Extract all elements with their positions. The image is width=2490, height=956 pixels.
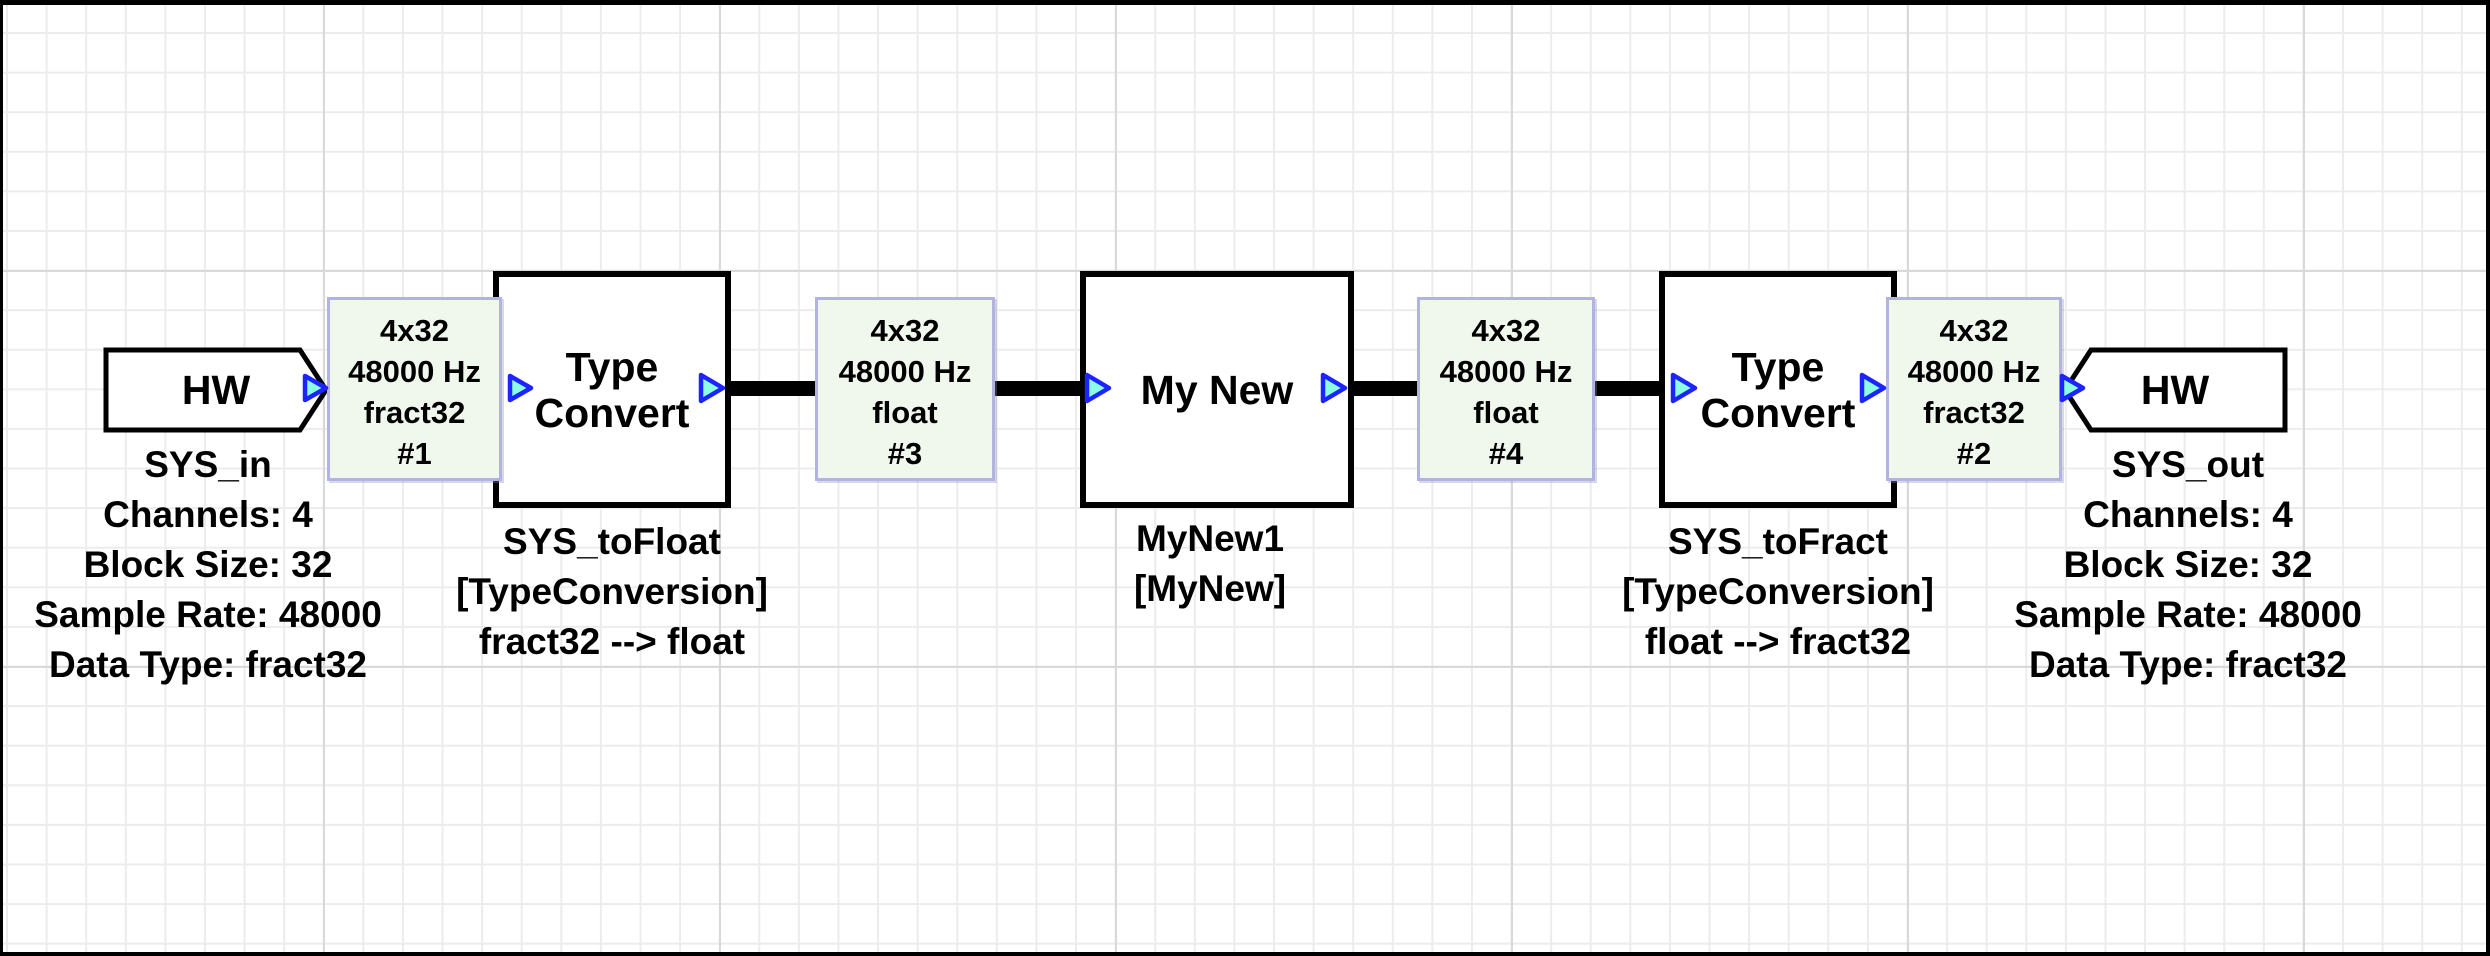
annotation-line: SYS_in: [144, 444, 272, 485]
badge-1-number: #1: [397, 436, 432, 471]
annotation-line: Block Size: 32: [83, 544, 333, 585]
hw-output-annotation: SYS_out Channels: 4 Block Size: 32 Sampl…: [1978, 440, 2398, 690]
wire-mynew-to-badge4[interactable]: [1352, 381, 1419, 396]
wire-typeconvert1-to-badge3[interactable]: [729, 381, 817, 396]
wire-badge-2[interactable]: 4x32 48000 Hz fract32 #2: [1886, 297, 2062, 481]
hw-output-input-pin-icon[interactable]: [2059, 371, 2087, 405]
hw-input-label: HW: [181, 367, 251, 413]
hw-input-output-pin-icon[interactable]: [302, 371, 330, 405]
annotation-line: [TypeConversion]: [456, 571, 768, 612]
annotation-line: Channels: 4: [103, 494, 313, 535]
type-convert-2-annotation: SYS_toFract [TypeConversion] float --> f…: [1568, 517, 1988, 667]
wire-badge-1[interactable]: 4x32 48000 Hz fract32 #1: [327, 297, 502, 481]
annotation-line: float --> fract32: [1644, 621, 1912, 662]
badge-4-datatype: float: [1473, 395, 1539, 430]
annotation-line: Data Type: fract32: [2028, 644, 2348, 685]
type-convert-2-block[interactable]: Type Convert: [1659, 271, 1897, 508]
annotation-line: Sample Rate: 48000: [34, 594, 382, 635]
badge-2-dimensions: 4x32: [1939, 313, 2009, 348]
wire-badge-4[interactable]: 4x32 48000 Hz float #4: [1417, 297, 1595, 481]
badge-4-dimensions: 4x32: [1471, 313, 1541, 348]
badge-4-number: #4: [1488, 436, 1524, 471]
annotation-line: [MyNew]: [1133, 568, 1287, 609]
badge-2-samplerate: 48000 Hz: [1907, 354, 2041, 389]
my-new-block[interactable]: My New: [1080, 271, 1354, 508]
type-convert-2-label: Type Convert: [1700, 343, 1856, 436]
my-new-input-pin-icon[interactable]: [1084, 371, 1112, 405]
badge-3-number: #3: [887, 436, 923, 471]
annotation-line: Block Size: 32: [2063, 544, 2313, 585]
annotation-line: fract32 --> float: [478, 621, 746, 662]
hw-input-annotation: SYS_in Channels: 4 Block Size: 32 Sample…: [0, 440, 418, 690]
annotation-line: [TypeConversion]: [1622, 571, 1934, 612]
badge-3-dimensions: 4x32: [870, 313, 940, 348]
badge-4-samplerate: 48000 Hz: [1439, 354, 1573, 389]
wire-badge4-to-typeconvert2[interactable]: [1593, 381, 1663, 396]
my-new-label: My New: [1140, 366, 1294, 413]
type-convert-2-input-pin-icon[interactable]: [1670, 371, 1698, 405]
type-convert-1-label: Type Convert: [534, 343, 690, 436]
wire-badge-3[interactable]: 4x32 48000 Hz float #3: [815, 297, 995, 481]
my-new-output-pin-icon[interactable]: [1320, 371, 1348, 405]
hw-output-block[interactable]: HW: [2062, 347, 2288, 433]
wire-badge3-to-mynew[interactable]: [993, 381, 1083, 396]
hw-input-block-shape: [103, 347, 329, 433]
type-convert-1-input-pin-icon[interactable]: [507, 371, 535, 405]
hw-output-label: HW: [2140, 367, 2210, 413]
badge-3-datatype: float: [872, 395, 938, 430]
hw-input-block[interactable]: HW: [103, 347, 329, 433]
annotation-line: Sample Rate: 48000: [2014, 594, 2362, 635]
annotation-line: MyNew1: [1135, 518, 1285, 559]
badge-1-samplerate: 48000 Hz: [348, 354, 481, 389]
badge-3-samplerate: 48000 Hz: [838, 354, 972, 389]
annotation-line: Channels: 4: [2083, 494, 2293, 535]
badge-2-datatype: fract32: [1923, 395, 2025, 430]
annotation-line: SYS_out: [2111, 444, 2265, 485]
badge-2-number: #2: [1956, 436, 1992, 471]
annotation-line: SYS_toFloat: [503, 521, 721, 562]
type-convert-2-output-pin-icon[interactable]: [1859, 371, 1887, 405]
badge-1-dimensions: 4x32: [380, 313, 449, 348]
type-convert-1-output-pin-icon[interactable]: [698, 371, 726, 405]
badge-1-datatype: fract32: [363, 395, 466, 430]
type-convert-1-annotation: SYS_toFloat [TypeConversion] fract32 -->…: [402, 517, 822, 667]
my-new-annotation: MyNew1 [MyNew]: [1000, 514, 1420, 614]
annotation-line: Data Type: fract32: [48, 644, 368, 685]
annotation-line: SYS_toFract: [1667, 521, 1888, 562]
